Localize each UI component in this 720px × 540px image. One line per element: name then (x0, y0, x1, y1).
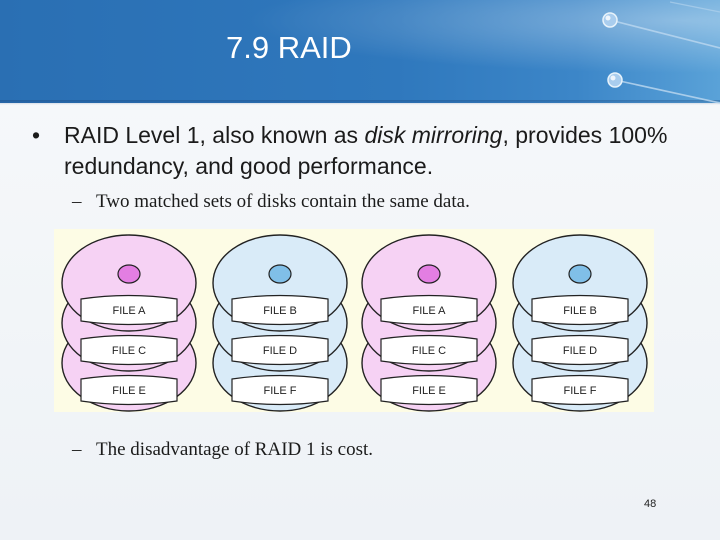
file-label: FILE D (263, 345, 297, 357)
file-label-window (531, 374, 629, 406)
file-label: FILE B (563, 305, 597, 317)
disk-stack: FILE E FILE C FILE A (361, 234, 497, 412)
subbullet-disadvantage: –The disadvantage of RAID 1 is cost. (72, 439, 373, 461)
file-label: FILE C (412, 345, 446, 357)
file-label: FILE F (563, 385, 596, 397)
file-label: FILE F (263, 385, 296, 397)
bullet-text-after: , provides 100% redundancy, and good per… (64, 122, 668, 179)
file-label: FILE B (263, 305, 297, 317)
file-label-window (380, 294, 478, 326)
title-bar-shine (0, 0, 720, 103)
file-label-window (380, 334, 478, 366)
bullet-text-emphasis: disk mirroring (364, 122, 503, 148)
file-label-window (380, 374, 478, 406)
disk-hub (117, 264, 141, 284)
disk-hub (417, 264, 441, 284)
decorative-pins-graphic (602, 1, 720, 104)
disk-stack: FILE E FILE C FILE A (61, 234, 197, 412)
file-label: FILE E (412, 385, 446, 397)
file-label-window (531, 294, 629, 326)
file-label-window (80, 294, 178, 326)
disk-stack: FILE F FILE D FILE B (212, 234, 348, 412)
slide-title: 7.9 RAID (226, 30, 352, 65)
file-label-window (531, 334, 629, 366)
disk-hub (568, 264, 592, 284)
title-bar (0, 0, 720, 103)
file-label: FILE E (112, 385, 146, 397)
subbullet-dash: – (72, 191, 82, 212)
file-label: FILE C (112, 345, 146, 357)
subbullet-matched-sets: –Two matched sets of disks contain the s… (72, 191, 470, 213)
file-label: FILE D (563, 345, 597, 357)
subbullet-text: Two matched sets of disks contain the sa… (96, 191, 470, 212)
disk-stack: FILE F FILE D FILE B (512, 234, 648, 412)
file-label-window (80, 374, 178, 406)
bullet-text: RAID Level 1, also known as disk mirrori… (64, 120, 694, 182)
subbullet-text: The disadvantage of RAID 1 is cost. (96, 439, 374, 460)
disk-hub (268, 264, 292, 284)
bullet-symbol: • (32, 122, 41, 148)
file-label: FILE A (112, 305, 146, 317)
bullet-text-before: RAID Level 1, also known as (64, 122, 365, 148)
page-number: 48 (644, 498, 657, 510)
subbullet-dash: – (72, 439, 82, 460)
file-label: FILE A (412, 305, 446, 317)
file-label-window (231, 294, 329, 326)
file-label-window (231, 374, 329, 406)
file-label-window (80, 334, 178, 366)
file-label-window (231, 334, 329, 366)
title-bar-edge (0, 100, 720, 105)
